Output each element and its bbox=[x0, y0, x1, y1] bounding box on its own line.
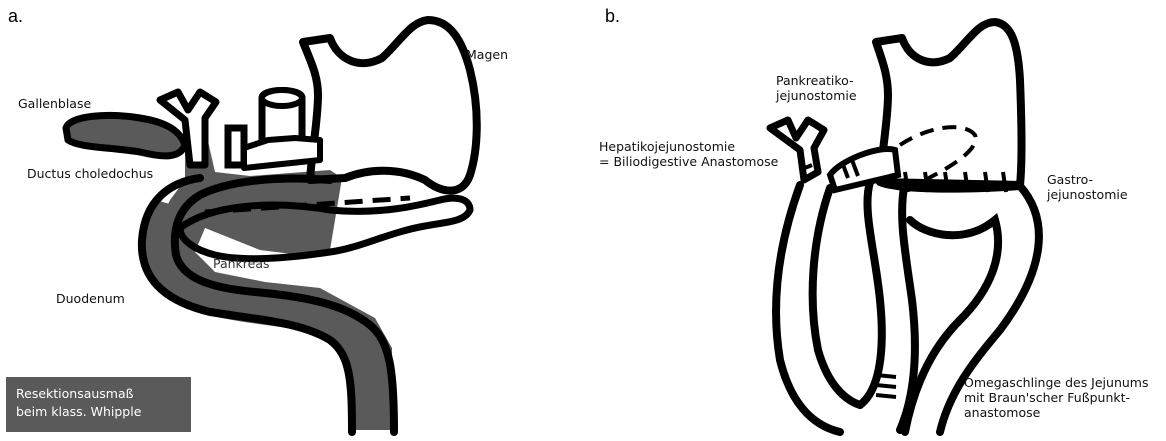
label-gallenblase: Gallenblase bbox=[18, 96, 91, 111]
jejunum-left-inner bbox=[813, 188, 860, 405]
label-gastrojejunostomie: Gastro- jejunostomie bbox=[1047, 172, 1128, 202]
label-hepatikojejunostomie: Hepatikojejunostomie = Biliodigestive An… bbox=[599, 139, 778, 169]
label-hepatiko-line2: = Biliodigestive Anastomose bbox=[599, 154, 778, 169]
legend-text: Resektionsausmaß beim klass. Whipple bbox=[16, 385, 141, 421]
jejunum-left-outer bbox=[776, 185, 840, 432]
stomach-magen bbox=[303, 20, 477, 191]
label-pankreas: Pankreas bbox=[213, 256, 270, 271]
label-duodenum: Duodenum bbox=[56, 291, 125, 306]
label-pankreatiko-line2: jejunostomie bbox=[776, 88, 857, 103]
legend-line-2: beim klass. Whipple bbox=[16, 403, 141, 421]
label-omegaschlinge: Omegaschlinge des Jejunums mit Braun'sch… bbox=[964, 375, 1149, 420]
label-gastro-line1: Gastro- bbox=[1047, 172, 1128, 187]
label-hepatiko-line1: Hepatikojejunostomie bbox=[599, 139, 778, 154]
label-gastro-line2: jejunostomie bbox=[1047, 187, 1128, 202]
label-omega-line1: Omegaschlinge des Jejunums bbox=[964, 375, 1149, 390]
vessel-branch bbox=[244, 138, 320, 168]
label-pankreatiko-line1: Pankreatiko- bbox=[776, 73, 857, 88]
label-magen: Magen bbox=[466, 47, 508, 62]
legend-line-1: Resektionsausmaß bbox=[16, 385, 141, 403]
label-pankreatikojejunostomie: Pankreatiko- jejunostomie bbox=[776, 73, 857, 103]
vessel-opening bbox=[262, 90, 302, 106]
former-pancreas-dashed bbox=[900, 127, 976, 180]
gallbladder bbox=[66, 115, 185, 155]
label-ductus-choledochus: Ductus choledochus bbox=[27, 166, 153, 181]
legend-resection: Resektionsausmaß beim klass. Whipple bbox=[6, 377, 191, 432]
label-omega-line3: anastomose bbox=[964, 405, 1149, 420]
panel-a-drawing bbox=[66, 20, 477, 432]
label-omega-line2: mit Braun'scher Fußpunkt- bbox=[964, 390, 1149, 405]
jejunum-rising-left bbox=[860, 182, 882, 405]
